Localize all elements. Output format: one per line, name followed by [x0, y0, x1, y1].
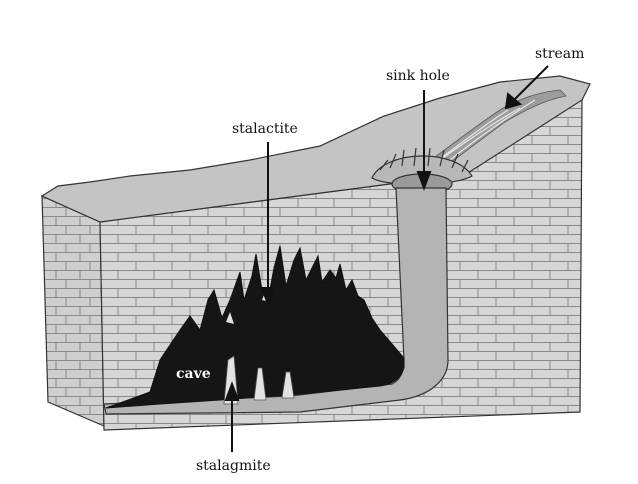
label-stream: stream — [535, 46, 584, 62]
cave-chamber — [105, 245, 405, 409]
label-stalagmite: stalagmite — [196, 458, 271, 474]
label-cave: cave — [176, 366, 211, 382]
label-sink-hole: sink hole — [386, 68, 450, 84]
block-side-face — [41, 195, 105, 427]
label-stalactite: stalactite — [232, 121, 298, 137]
label-arrows — [224, 65, 549, 452]
